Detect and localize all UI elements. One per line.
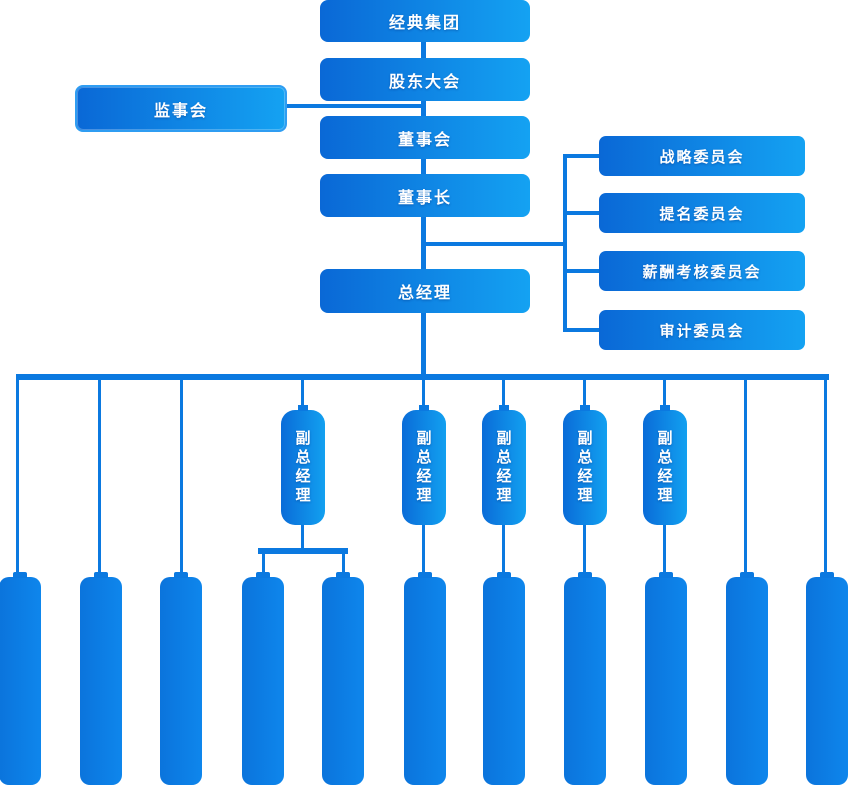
node-department-8[interactable] <box>564 572 606 785</box>
connector-drop-8 <box>663 380 666 410</box>
connector-drop-1 <box>16 380 19 577</box>
connector-committee-stub-4 <box>565 328 601 332</box>
node-department-9[interactable] <box>645 572 687 785</box>
committee-audit-label: 审计委员会 <box>659 321 745 340</box>
node-general-manager[interactable]: 总经理 <box>320 269 530 313</box>
committee-strategy-label: 战略委员会 <box>659 147 745 166</box>
node-department-11[interactable] <box>806 572 848 785</box>
deputy-gm-2-label: 副总经理 <box>414 429 433 506</box>
node-department-10[interactable] <box>726 572 768 785</box>
node-board[interactable]: 董事会 <box>320 116 530 159</box>
connector-committee-feed <box>423 242 567 246</box>
node-committee-nomination[interactable]: 提名委员会 <box>599 193 805 233</box>
node-shareholders-label: 股东大会 <box>388 71 461 91</box>
connector-drop-2 <box>98 380 101 577</box>
connector-drop-3 <box>180 380 183 577</box>
connector-deputy3-stub <box>502 525 505 577</box>
connector-deputy5-stub <box>663 525 666 577</box>
connector-drop-10 <box>824 380 827 577</box>
node-deputy-gm-3[interactable]: 副总经理 <box>482 405 526 525</box>
deputy-gm-4-label: 副总经理 <box>575 429 594 506</box>
node-department-5[interactable] <box>322 572 364 785</box>
deputy-gm-1-label: 副总经理 <box>293 429 312 506</box>
committee-nomination-label: 提名委员会 <box>659 204 745 223</box>
node-department-3[interactable] <box>160 572 202 785</box>
node-department-7[interactable] <box>483 572 525 785</box>
connector-deputy1-drop-right <box>342 554 345 577</box>
connector-distribution-bar <box>16 374 829 380</box>
node-committee-strategy[interactable]: 战略委员会 <box>599 136 805 176</box>
connector-supervisory-stub <box>283 104 425 108</box>
node-chairman-label: 董事长 <box>397 187 452 207</box>
node-committee-compensation[interactable]: 薪酬考核委员会 <box>599 251 805 291</box>
node-department-2[interactable] <box>80 572 122 785</box>
node-group-label: 经典集团 <box>388 13 461 32</box>
connector-committee-spine <box>563 154 567 332</box>
connector-committee-stub-2 <box>565 211 601 215</box>
node-deputy-gm-4[interactable]: 副总经理 <box>563 405 607 525</box>
connector-deputy1-bar <box>258 548 348 554</box>
node-board-label: 董事会 <box>397 129 452 149</box>
connector-deputy4-stub <box>583 525 586 577</box>
node-department-1[interactable] <box>0 572 41 785</box>
node-department-4[interactable] <box>242 572 284 785</box>
connector-drop-4 <box>301 380 304 410</box>
node-deputy-gm-5[interactable]: 副总经理 <box>643 405 687 525</box>
node-deputy-gm-1[interactable]: 副总经理 <box>281 405 325 525</box>
deputy-gm-5-label: 副总经理 <box>655 429 674 506</box>
connector-committee-stub-3 <box>565 269 601 273</box>
connector-drop-5 <box>422 380 425 410</box>
node-department-6[interactable] <box>404 572 446 785</box>
connector-drop-9 <box>744 380 747 577</box>
node-supervisory-label: 监事会 <box>153 100 208 120</box>
node-shareholders[interactable]: 股东大会 <box>320 58 530 101</box>
connector-deputy1-drop-left <box>262 554 265 577</box>
node-group[interactable]: 经典集团 <box>320 0 530 42</box>
connector-drop-6 <box>502 380 505 410</box>
node-deputy-gm-2[interactable]: 副总经理 <box>402 405 446 525</box>
node-chairman[interactable]: 董事长 <box>320 174 530 217</box>
connector-deputy2-stub <box>422 525 425 577</box>
connector-committee-stub-1 <box>565 154 601 158</box>
node-supervisory[interactable]: 监事会 <box>75 85 287 132</box>
connector-drop-7 <box>583 380 586 410</box>
deputy-gm-3-label: 副总经理 <box>494 429 513 506</box>
node-committee-audit[interactable]: 审计委员会 <box>599 310 805 350</box>
node-general-manager-label: 总经理 <box>397 283 452 302</box>
connector-deputy1-stub <box>301 525 304 548</box>
committee-compensation-label: 薪酬考核委员会 <box>642 262 762 281</box>
